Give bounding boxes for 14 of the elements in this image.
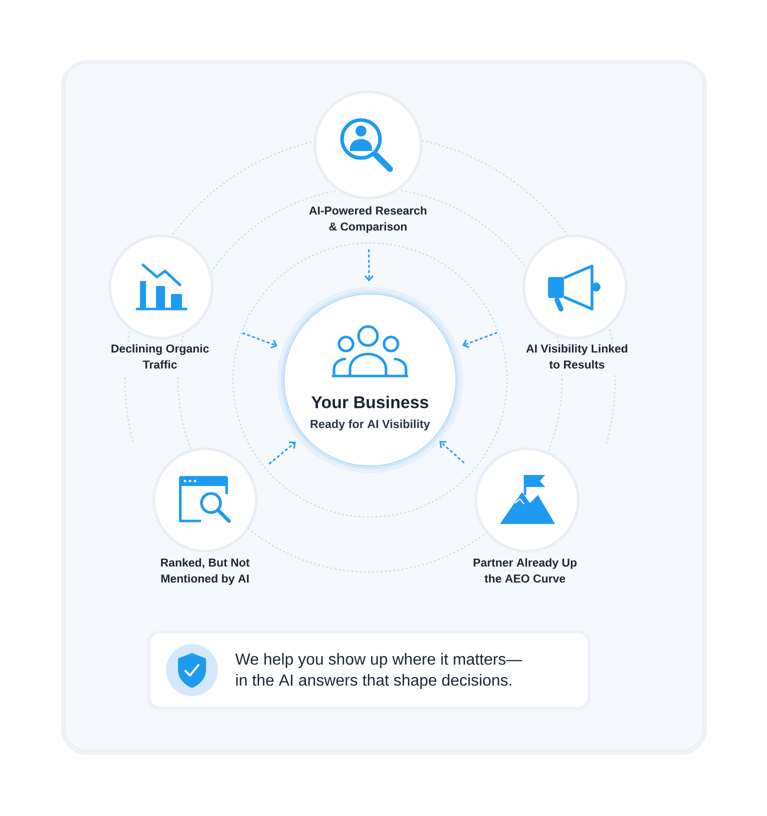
node-label: AI Visibility Linked to Results <box>526 344 628 369</box>
banner-box <box>147 631 591 710</box>
node-title: Your Business <box>311 396 428 408</box>
node-label: Partner Already Up the AEO Curve <box>474 558 577 583</box>
arrow <box>439 441 465 464</box>
arrow <box>364 249 374 282</box>
node-label: Declining Organic Traffic <box>112 344 209 369</box>
arrow <box>268 442 296 465</box>
node-label: Ranked, But Not Mentioned by AI <box>161 558 250 585</box>
arrow <box>242 332 278 349</box>
node-label: AI-Powered Research & Comparison <box>309 206 426 233</box>
node-subtitle: Ready for AI Visibility <box>310 420 430 430</box>
center-circle <box>277 287 463 473</box>
banner-text: We help you show up where it matters— in the AI answers that shape decisions. <box>235 653 522 689</box>
